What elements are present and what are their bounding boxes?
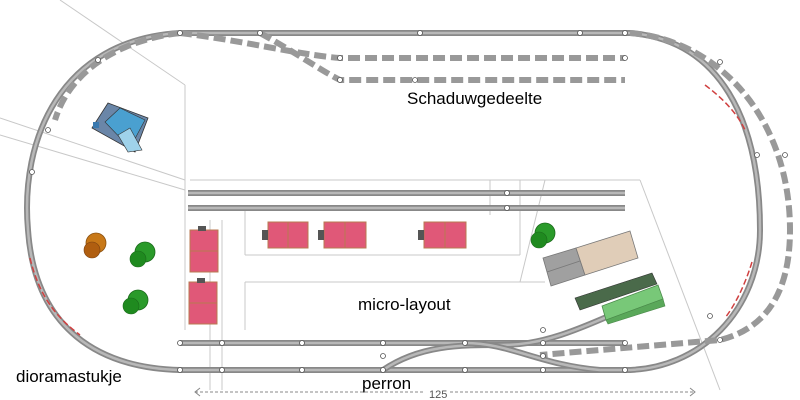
- station-tracks: [180, 292, 657, 373]
- label-dimension: 125: [429, 389, 447, 400]
- label-diorama: dioramastukje: [16, 367, 122, 386]
- outer-loop-track: [24, 30, 764, 373]
- label-micro-layout: micro-layout: [358, 295, 451, 314]
- track-joints: [29, 30, 788, 373]
- trees: [83, 222, 556, 315]
- blue-house: [91, 102, 149, 153]
- warehouse: [542, 230, 639, 287]
- green-sheds: [574, 272, 666, 325]
- red-sections: [29, 84, 753, 336]
- micro-layout-tracks: [188, 190, 625, 211]
- red-buildings: [188, 221, 467, 325]
- label-platform: perron: [362, 374, 411, 393]
- dimension-line: [194, 387, 696, 397]
- label-shadow-yard: Schaduwgedeelte: [407, 89, 542, 108]
